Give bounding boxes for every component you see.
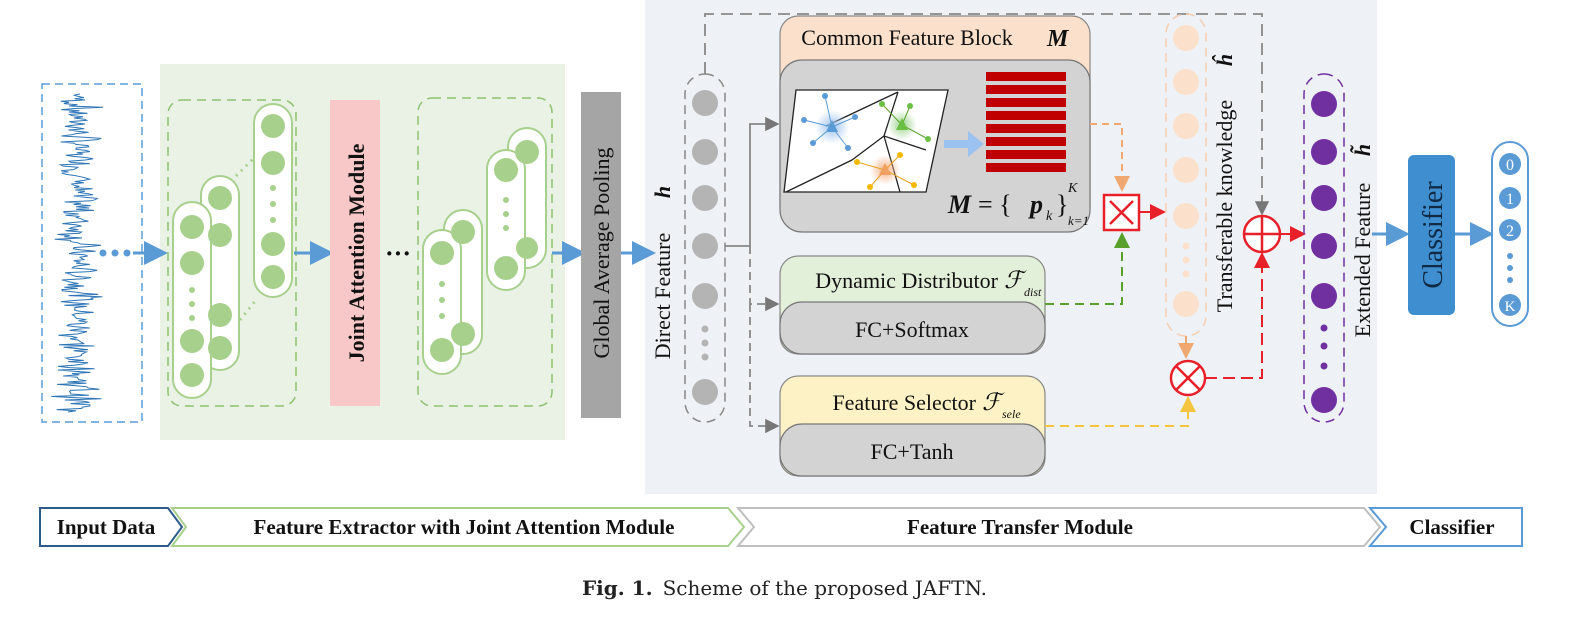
formula-sup: K <box>1067 181 1078 196</box>
conv-block-1 <box>167 99 297 407</box>
dynamic-distributor-symbol: ℱ <box>1004 268 1027 294</box>
global-average-pooling <box>581 92 621 418</box>
output-0: 0 <box>1506 157 1514 174</box>
figure-caption: Fig. 1. Scheme of the proposed JAFTN. <box>0 576 1569 600</box>
elementwise-multiply-op <box>1169 359 1207 397</box>
dynamic-distributor-label: Dynamic Distributor <box>815 268 998 293</box>
formula: M = { p k } K k=1 <box>947 181 1089 228</box>
stage-classifier: Classifier <box>1409 515 1494 539</box>
prototype-matrix <box>986 72 1066 172</box>
common-feature-symbol: M <box>1046 26 1070 52</box>
direct-feature-label: Direct Feature <box>650 233 675 359</box>
output-vector: 0 1 2 K <box>1491 141 1529 327</box>
input-signal <box>41 83 143 423</box>
feature-selector-sub: sele <box>1002 407 1021 421</box>
prototype-connector <box>1090 123 1130 192</box>
transferable-symbol: ĥ <box>1212 54 1237 66</box>
formula-m: M <box>947 190 972 219</box>
extended-feature-label: Extended Feature <box>1350 183 1375 338</box>
dynamic-distributor-sub: dist <box>1024 285 1042 299</box>
formula-sub-k: k <box>1046 209 1053 224</box>
transferable-label: Transferable knowledge <box>1212 100 1237 312</box>
formula-close: } <box>1056 190 1068 219</box>
dynamic-distributor <box>779 255 1046 355</box>
extractor-dots: ··· <box>385 239 411 268</box>
classifier-block <box>1408 155 1455 315</box>
common-feature-title: Common Feature Block <box>801 25 1012 50</box>
caption-text: Scheme of the proposed JAFTN. <box>662 576 988 600</box>
output-2: 2 <box>1506 223 1514 240</box>
formula-p: p <box>1028 190 1043 219</box>
direct-feature-connectors <box>704 13 1270 434</box>
extended-feature-vector <box>1303 73 1345 423</box>
formula-range: k=1 <box>1068 213 1089 228</box>
gated-connector <box>1205 252 1270 379</box>
dynamic-layer-label: FC+Softmax <box>855 317 969 342</box>
gap-label: Global Average Pooling <box>589 148 614 359</box>
stage-input-data: Input Data <box>57 515 156 539</box>
transferable-knowledge-vector <box>1165 13 1207 337</box>
input-dots <box>99 249 131 257</box>
feature-selector <box>779 375 1046 477</box>
caption-label: Fig. 1. <box>581 576 653 600</box>
feature-selector-symbol: ℱ <box>982 390 1005 416</box>
formula-eq: = { <box>978 190 1012 219</box>
distributor-connector <box>1045 232 1130 305</box>
output-k: K <box>1505 299 1516 315</box>
stage-feature-transfer: Feature Transfer Module <box>907 515 1133 539</box>
direct-feature-symbol: h <box>650 186 675 198</box>
stage-banner: Input Data Feature Extractor with Joint … <box>39 507 1523 547</box>
add-op <box>1242 214 1282 254</box>
joint-attention-label: Joint Attention Module <box>344 143 369 362</box>
cluster-graph <box>783 89 984 193</box>
selector-connector <box>1045 396 1196 427</box>
direct-feature-vector <box>684 73 726 423</box>
feature-selector-label: Feature Selector <box>832 390 976 415</box>
extended-feature-symbol: h̃ <box>1350 144 1375 156</box>
conv-block-2 <box>417 97 553 407</box>
output-1: 1 <box>1506 191 1514 208</box>
classifier-label: Classifier <box>1418 181 1449 289</box>
prototype-arrow <box>944 131 984 157</box>
selector-layer-label: FC+Tanh <box>871 439 954 464</box>
matrix-multiply-op <box>1102 193 1141 232</box>
joint-attention-module <box>330 100 380 406</box>
stage-feature-extractor: Feature Extractor with Joint Attention M… <box>254 515 675 539</box>
